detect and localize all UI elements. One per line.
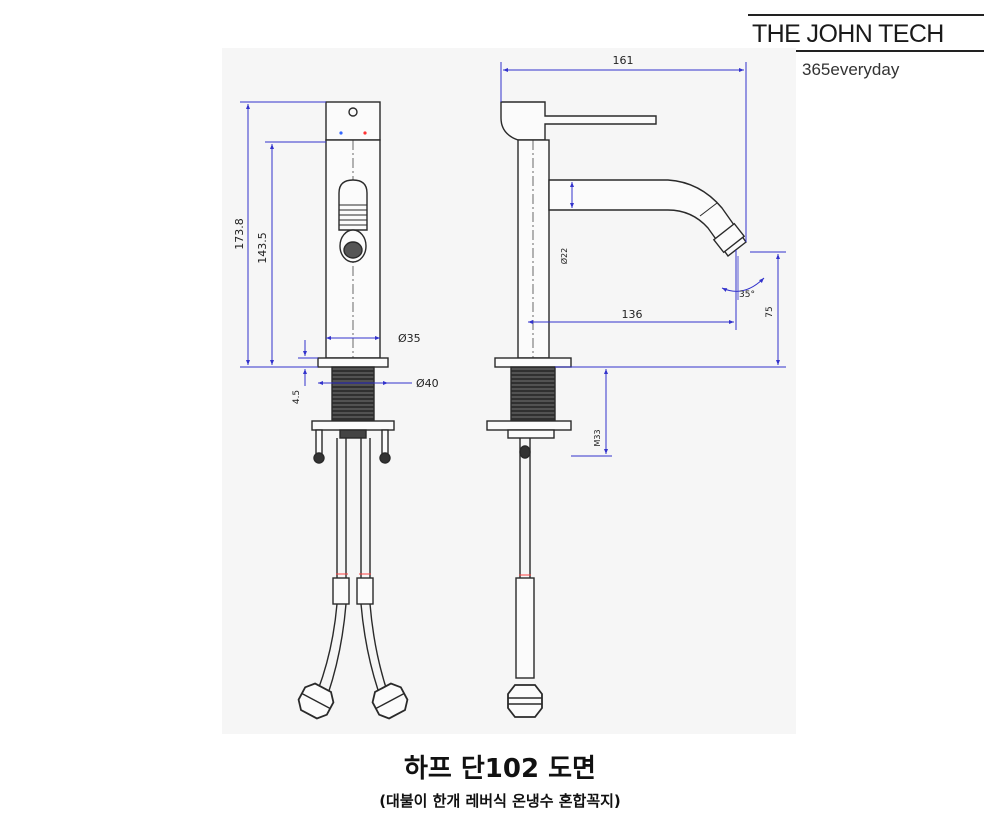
- front-stud-left: [315, 429, 323, 455]
- cold-indicator-icon: [339, 131, 343, 135]
- drawing-title: 하프 단102 도면: [404, 754, 596, 784]
- front-dimensions: [240, 101, 412, 386]
- dim-angle: 35°: [739, 290, 755, 300]
- dim-outlet-height: 75: [765, 306, 775, 317]
- technical-drawing-panel: [222, 48, 796, 734]
- side-spout-joint: [699, 202, 718, 217]
- dim-aerator-diameter: Ø22: [559, 248, 569, 264]
- side-threaded-shank: [510, 366, 556, 422]
- front-view: [297, 101, 409, 720]
- side-flange: [494, 357, 572, 368]
- front-handle-screw: [348, 107, 358, 117]
- side-aerator: [712, 222, 746, 254]
- drawing-subtitle: (대불이 한개 레버식 온냉수 혼합꼭지): [379, 792, 621, 810]
- front-stud-right: [381, 429, 389, 455]
- side-spout: [548, 179, 747, 258]
- front-nut: [339, 429, 367, 439]
- front-stud-right-tip: [379, 452, 391, 464]
- side-dimensions: [500, 62, 786, 457]
- dim-height-spout: 143.5: [256, 232, 269, 264]
- dim-thread: M33: [593, 429, 602, 446]
- front-aerator-mesh: [343, 241, 363, 259]
- dim-flange-diameter: Ø40: [416, 377, 439, 390]
- brand-tagline: 365everyday: [802, 60, 900, 79]
- front-hoses: [317, 438, 389, 695]
- front-spout-rings: [339, 204, 367, 226]
- dim-width-total: 161: [613, 54, 634, 67]
- dim-spout-reach: 136: [622, 308, 643, 321]
- front-stud-left-tip: [313, 452, 325, 464]
- brand-top-rule: [748, 14, 984, 16]
- brand-name: THE JOHN TECH: [752, 20, 944, 48]
- front-mounting-plate: [311, 420, 395, 431]
- side-view: [486, 101, 747, 718]
- dim-body-diameter: Ø35: [398, 332, 421, 345]
- side-lever: [500, 101, 657, 141]
- brand-bottom-rule: [748, 50, 984, 52]
- side-mounting-plate: [486, 420, 572, 431]
- front-threaded-shank: [331, 366, 375, 422]
- hot-indicator-icon: [363, 131, 367, 135]
- side-hose-sleeve: [515, 577, 535, 679]
- dim-height-total: 173.8: [233, 218, 246, 250]
- front-flange: [317, 357, 389, 368]
- side-plate-lower: [507, 429, 555, 439]
- side-hex-nut: [507, 684, 543, 718]
- front-hex-nut-left: [297, 682, 335, 720]
- side-stud-tip: [519, 445, 531, 459]
- front-hex-nut-right: [371, 682, 409, 720]
- dim-base-gap: 4.5: [292, 390, 302, 404]
- side-body: [517, 139, 550, 359]
